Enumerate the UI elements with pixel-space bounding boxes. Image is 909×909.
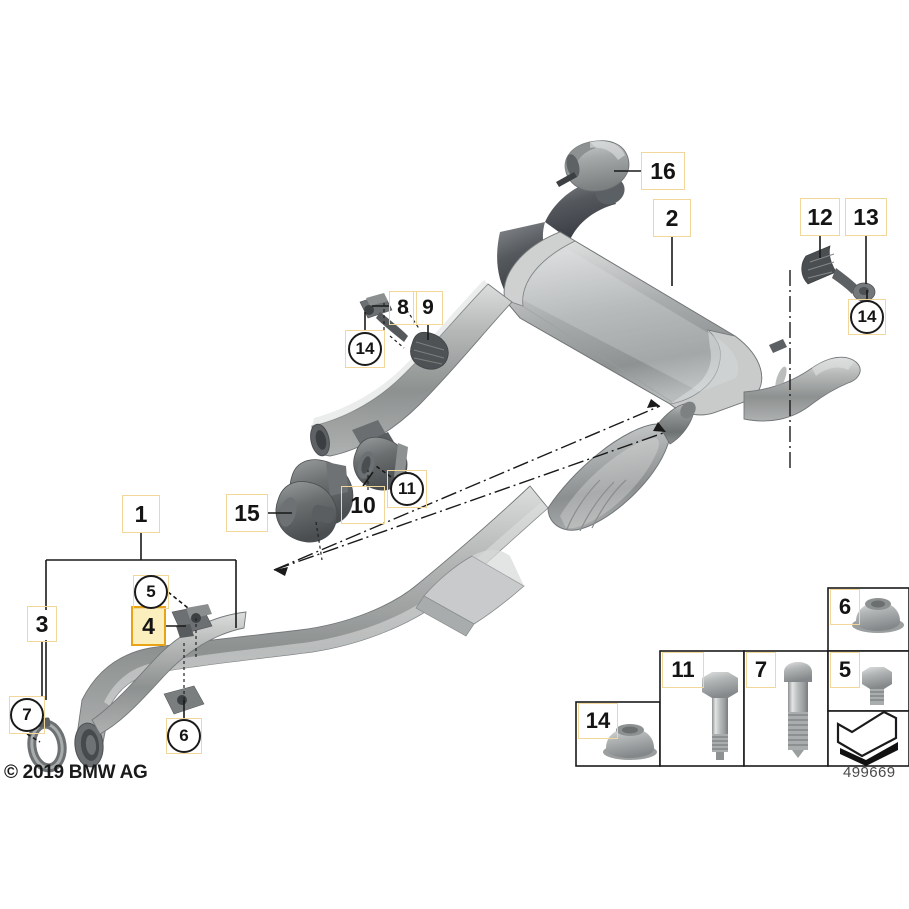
legend-label-7-text: 7 bbox=[754, 657, 768, 682]
flange-nut-14-icon bbox=[603, 724, 657, 760]
callout-14-right[interactable]: 14 bbox=[848, 299, 886, 335]
callout-14-right-label: 14 bbox=[850, 300, 884, 334]
callout-10-label: 10 bbox=[350, 491, 376, 518]
leader-lines bbox=[26, 170, 868, 743]
callout-9-label: 9 bbox=[422, 296, 434, 319]
callout-8[interactable]: 8 bbox=[389, 291, 417, 325]
callout-5[interactable]: 5 bbox=[133, 575, 169, 609]
hanger-hardware-12-13 bbox=[801, 245, 876, 302]
callout-9[interactable]: 9 bbox=[413, 291, 443, 325]
callout-14-left-label: 14 bbox=[348, 332, 382, 366]
assembly-axis-arrowheads bbox=[274, 399, 666, 576]
callout-3-label: 3 bbox=[35, 610, 49, 637]
callout-12-label: 12 bbox=[807, 203, 833, 230]
assembly-axis-lines bbox=[273, 270, 791, 571]
diagram-part-number: 499669 bbox=[843, 764, 896, 781]
rear-muffler bbox=[497, 177, 861, 422]
callout-5-label: 5 bbox=[134, 575, 168, 609]
legend-label-6[interactable]: 6 bbox=[830, 589, 860, 625]
legend-label-5[interactable]: 5 bbox=[830, 652, 860, 688]
legend-label-6-text: 6 bbox=[838, 594, 852, 619]
long-bolt-7-icon bbox=[784, 662, 812, 758]
callout-7-label: 7 bbox=[10, 698, 44, 732]
callout-4-label: 4 bbox=[142, 612, 155, 639]
callout-2-label: 2 bbox=[665, 204, 679, 231]
callout-13[interactable]: 13 bbox=[845, 198, 887, 236]
callout-13-label: 13 bbox=[853, 203, 879, 230]
callout-15[interactable]: 15 bbox=[226, 494, 268, 532]
callout-3[interactable]: 3 bbox=[27, 606, 57, 642]
attachment-dotted-lines bbox=[183, 299, 421, 700]
shoulder-bolt-11-icon bbox=[702, 672, 738, 760]
callout-1[interactable]: 1 bbox=[122, 495, 160, 533]
callout-6[interactable]: 6 bbox=[166, 718, 202, 754]
direction-arrow-icon bbox=[836, 710, 898, 766]
callout-10[interactable]: 10 bbox=[341, 486, 385, 524]
legend-hardware-art bbox=[603, 598, 904, 766]
legend-label-11-text: 11 bbox=[671, 657, 695, 682]
callout-12[interactable]: 12 bbox=[800, 198, 840, 236]
callout-11[interactable]: 11 bbox=[387, 470, 427, 508]
callout-15-label: 15 bbox=[234, 499, 260, 526]
copyright-notice: © 2019 BMW AG bbox=[4, 762, 148, 783]
callout-2[interactable]: 2 bbox=[653, 199, 691, 237]
legend-label-5-text: 5 bbox=[838, 657, 852, 682]
hex-bolt-5-icon bbox=[862, 667, 892, 705]
callout-6-label: 6 bbox=[167, 719, 201, 753]
callout-7[interactable]: 7 bbox=[9, 696, 45, 734]
legend-label-14[interactable]: 14 bbox=[578, 703, 618, 739]
callout-1-label: 1 bbox=[134, 500, 148, 527]
callout-4-selected[interactable]: 4 bbox=[131, 606, 166, 646]
catalytic-converter-front-pipe bbox=[74, 401, 696, 768]
legend-label-11[interactable]: 11 bbox=[662, 652, 704, 688]
callout-11-label: 11 bbox=[390, 472, 424, 506]
callout-14-left[interactable]: 14 bbox=[345, 330, 385, 368]
legend-label-7[interactable]: 7 bbox=[746, 652, 776, 688]
legend-label-14-text: 14 bbox=[585, 708, 611, 733]
flange-nut-6-icon bbox=[852, 598, 904, 633]
callout-16-label: 16 bbox=[650, 157, 676, 184]
rubber-mount-item-15 bbox=[275, 481, 338, 543]
tailpipe-tip-item-16 bbox=[556, 140, 630, 192]
callout-8-label: 8 bbox=[397, 296, 409, 319]
callout-16[interactable]: 16 bbox=[641, 152, 685, 190]
